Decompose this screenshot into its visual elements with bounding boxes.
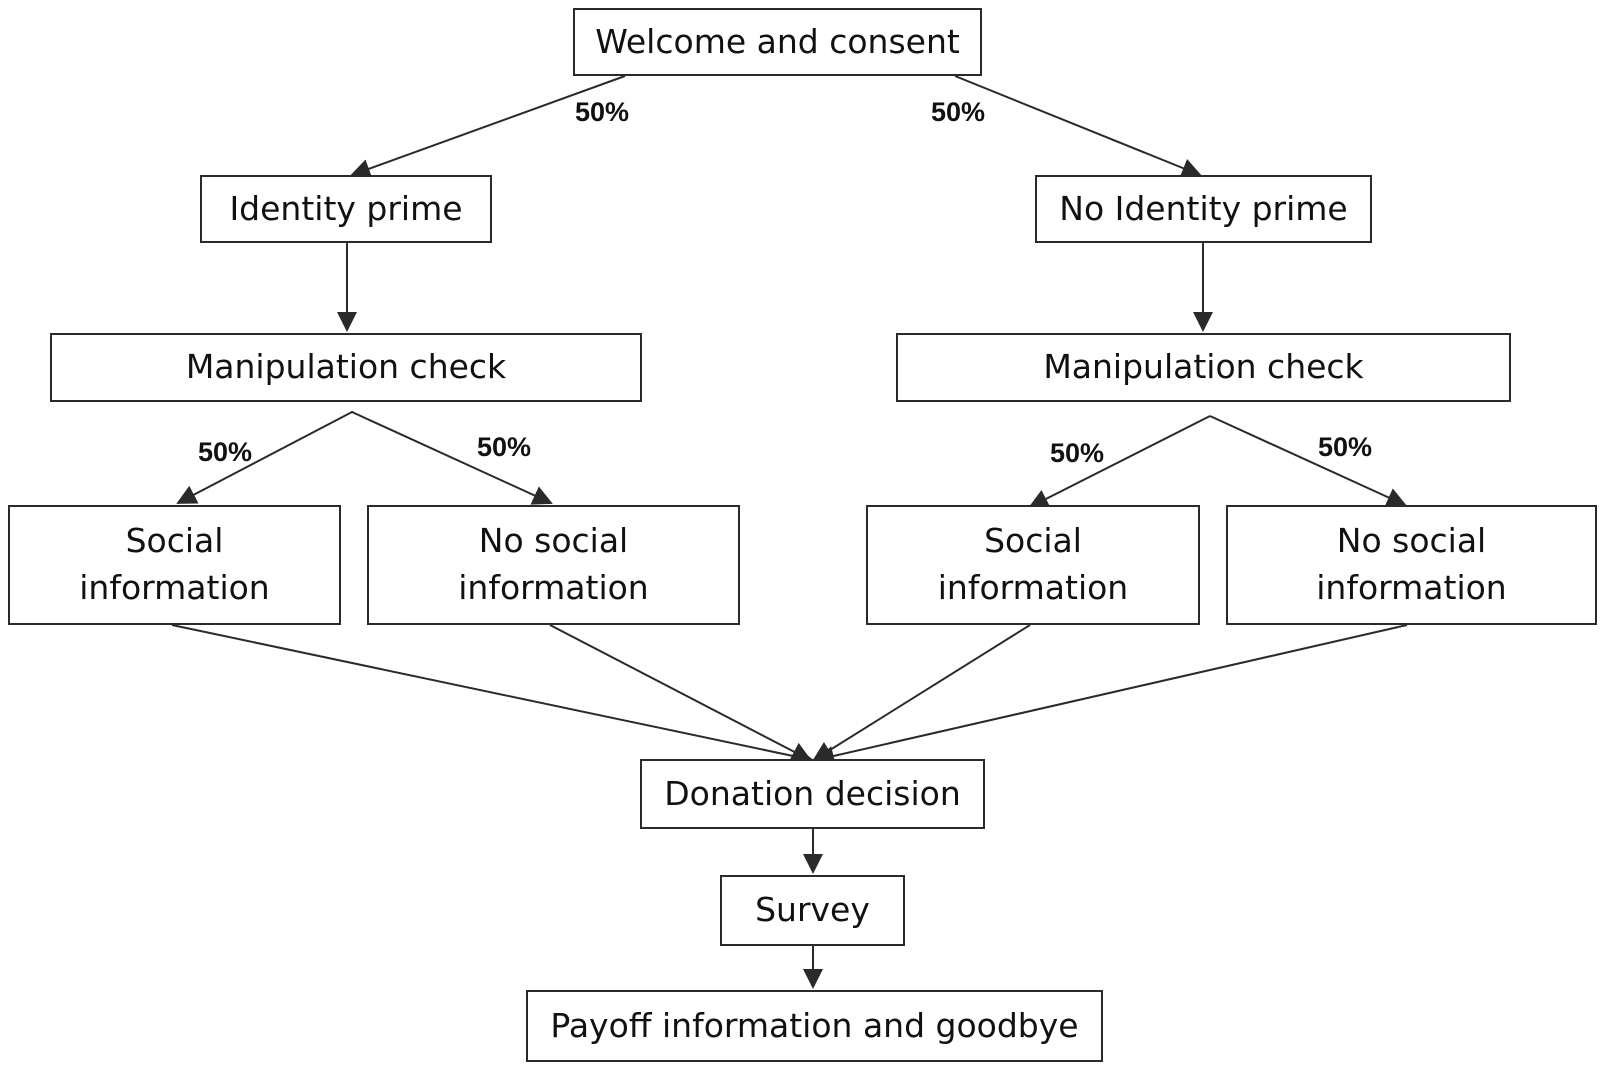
arrow-manip-left-to-social xyxy=(176,411,353,504)
no-social-info-right-line1: No social xyxy=(1336,521,1487,561)
arrow-manip-right-to-social xyxy=(1028,415,1211,508)
arrow-social-right-to-donation xyxy=(812,624,1031,762)
arrow-nosocial-right-to-donation xyxy=(814,624,1408,766)
probability-label-mid-left-b: 50% xyxy=(477,432,532,462)
social-info-left-line1: Social xyxy=(125,521,224,561)
payoff-goodbye-label: Payoff information and goodbye xyxy=(550,1005,1079,1045)
arrow-manip-right-to-nosocial xyxy=(1209,415,1407,507)
no-social-info-right-line2: information xyxy=(1316,568,1507,607)
manipulation-check-right-label: Manipulation check xyxy=(1043,347,1364,387)
no-social-info-left-line1: No social xyxy=(478,521,629,561)
donation-decision-label: Donation decision xyxy=(664,773,961,813)
probability-label-mid-right-a: 50% xyxy=(1050,438,1105,468)
no-identity-prime-box: No Identity prime xyxy=(1035,175,1372,243)
social-info-left-box: Social information xyxy=(8,505,341,625)
survey-box: Survey xyxy=(720,875,905,946)
probability-label-top-left: 50% xyxy=(575,97,630,127)
probability-label-mid-left-a: 50% xyxy=(198,437,253,467)
identity-prime-box: Identity prime xyxy=(200,175,492,243)
donation-decision-box: Donation decision xyxy=(640,759,985,829)
manipulation-check-right-box: Manipulation check xyxy=(896,333,1511,402)
arrow-welcome-to-identity xyxy=(350,75,626,179)
arrow-nosocial-left-to-donation xyxy=(549,624,812,761)
payoff-goodbye-box: Payoff information and goodbye xyxy=(526,990,1103,1062)
no-social-info-right-box: No social information xyxy=(1226,505,1597,625)
manipulation-check-left-box: Manipulation check xyxy=(50,333,642,402)
social-info-right-line1: Social xyxy=(984,521,1082,561)
arrow-welcome-to-no-identity xyxy=(954,75,1202,178)
no-social-info-left-box: No social information xyxy=(367,505,740,625)
arrow-manip-left-to-nosocial xyxy=(351,411,553,505)
probability-label-top-right: 50% xyxy=(931,97,986,127)
identity-prime-label: Identity prime xyxy=(229,188,463,228)
social-info-right-box: Social information xyxy=(866,505,1200,625)
no-identity-prime-label: No Identity prime xyxy=(1059,188,1348,228)
no-social-info-left-line2: information xyxy=(458,568,649,607)
welcome-consent-label: Welcome and consent xyxy=(595,21,960,61)
social-info-right-line2: information xyxy=(937,568,1129,607)
arrow-social-left-to-donation xyxy=(171,624,814,767)
manipulation-check-left-label: Manipulation check xyxy=(185,347,507,387)
survey-label: Survey xyxy=(755,890,870,930)
social-info-left-line2: information xyxy=(79,568,270,607)
probability-label-mid-right-b: 50% xyxy=(1318,432,1373,462)
welcome-consent-box: Welcome and consent xyxy=(573,8,982,76)
